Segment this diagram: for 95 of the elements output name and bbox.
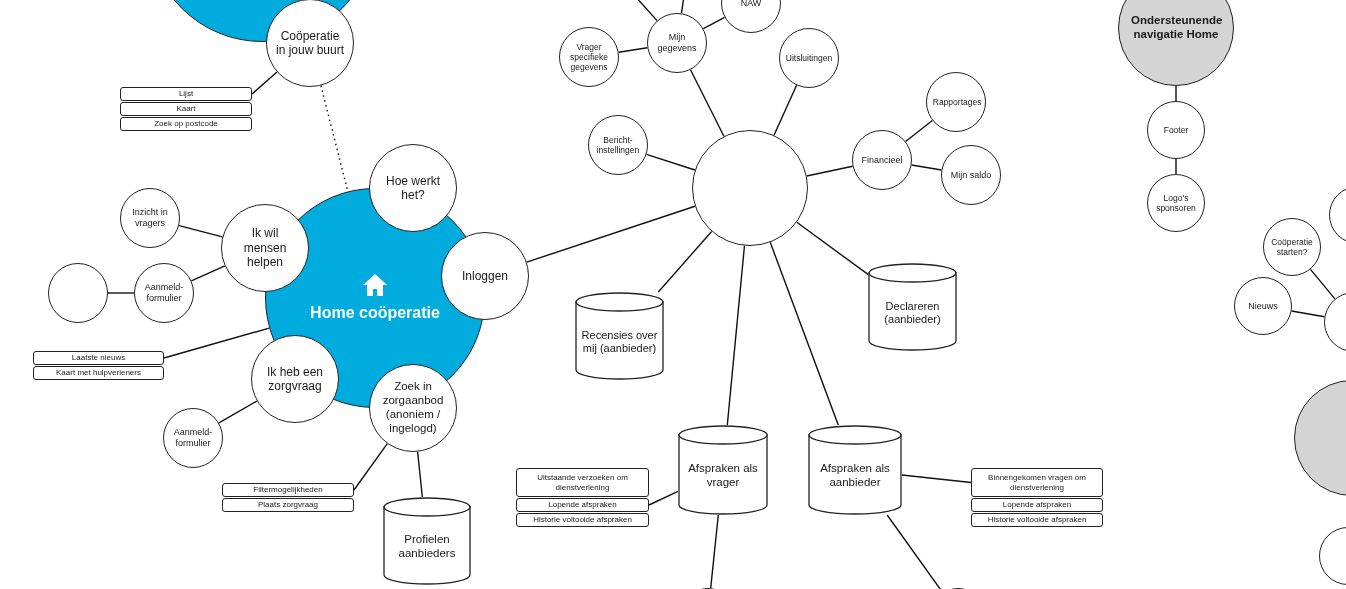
node-label: Lopende afspraken	[1002, 500, 1072, 510]
topic-circle	[852, 130, 912, 190]
topic-circle	[941, 145, 1001, 205]
node-label: Kaart	[176, 104, 196, 114]
menu-item-box	[222, 483, 354, 497]
empty-circle	[48, 263, 108, 323]
node-label: Ondersteunende navigatie Home	[1131, 14, 1221, 42]
connector-line	[648, 490, 679, 506]
connector-line	[689, 69, 725, 137]
connector-line	[657, 230, 713, 293]
node-label: Hoe werkt het?	[385, 173, 441, 203]
topic-circle	[163, 408, 223, 468]
connector-line	[178, 224, 224, 238]
connector-line	[1175, 158, 1177, 175]
menu-item-box	[120, 117, 252, 131]
node-label: Footer	[1163, 124, 1189, 136]
connector-line	[702, 16, 726, 30]
node-label: Lijst	[178, 89, 194, 99]
connector-line	[904, 119, 934, 143]
menu-item-box	[971, 513, 1103, 527]
node-label: Historie voltooide afspraken	[987, 515, 1087, 525]
connector-line	[416, 451, 424, 498]
topic-circle	[559, 27, 619, 87]
topic-circle	[779, 28, 839, 88]
menu-item-box	[516, 468, 649, 497]
connector-line	[901, 474, 972, 484]
node-label: Plaats zorgvraag	[258, 500, 318, 510]
node-label: Declareren (aanbieder)	[883, 299, 942, 327]
node-label: Vrager specifieke gegevens	[569, 41, 609, 73]
node-label: Recensies over mij (aanbieder)	[580, 328, 659, 356]
menu-item-box	[33, 351, 164, 365]
node-label: Uitstaande verzoeken om dienstverlening	[536, 472, 629, 493]
topic-circle	[134, 263, 194, 323]
node-label: Afspraken als vrager	[687, 462, 759, 490]
node-label: Filtermogelijkheden	[253, 485, 323, 495]
connector-line	[163, 327, 270, 359]
node-label: Ik heb een zorgvraag	[265, 364, 324, 394]
node-label: Inloggen	[461, 268, 508, 284]
node-label: Bericht- instellingen	[595, 134, 641, 156]
connector-line	[645, 153, 696, 171]
topic-circle	[926, 72, 986, 132]
connector-line	[353, 443, 388, 491]
connector-line	[1175, 85, 1177, 102]
menu-item-box	[971, 498, 1103, 512]
connector-line	[796, 221, 869, 276]
node-label: NAW	[740, 0, 762, 9]
node-label: Logo's sponsoren	[1155, 192, 1197, 214]
menu-item-box	[222, 498, 354, 512]
topic-circle	[588, 115, 648, 175]
node-label: Zoek in zorgaanbod (anoniem / ingelogd)	[381, 380, 445, 436]
connector-line	[710, 514, 719, 589]
connector-line	[886, 514, 944, 589]
menu-item-box	[971, 468, 1103, 497]
node-label: Aanmeld- formulier	[143, 282, 185, 304]
node-label: Mijn saldo	[950, 169, 992, 181]
menu-item-box	[120, 87, 252, 101]
node-label: Nieuws	[1248, 300, 1278, 312]
node-label: Uitsluitingen	[785, 52, 833, 64]
node-label: Financieel	[861, 154, 903, 166]
node-label: Profielen aanbieders	[397, 533, 457, 561]
connector-line	[910, 164, 943, 171]
topic-circle	[647, 13, 707, 73]
menu-item-box	[516, 498, 649, 512]
connector-line	[107, 292, 135, 294]
menu-item-box	[516, 513, 649, 527]
connector-line	[617, 47, 649, 53]
node-label: Inzicht in vragers	[131, 207, 169, 229]
node-label: Aanmeld- formulier	[172, 427, 214, 449]
connector-line	[726, 245, 746, 426]
node-label: Kaart met hulpverleners	[56, 368, 141, 378]
node-label: Coöperatie starten?	[1270, 236, 1314, 258]
connector-line	[190, 265, 226, 282]
node-label: Laatste nieuws	[71, 353, 126, 363]
connector-line	[251, 71, 278, 95]
node-label: Historie voltooide afspraken	[533, 515, 632, 525]
connector-line	[526, 205, 696, 263]
connector-line	[1290, 310, 1326, 318]
menu-item-box	[33, 366, 164, 380]
node-label: Home coöperatie	[310, 303, 440, 323]
node-label: Zoek op postcode	[154, 119, 218, 129]
node-label: Ik wil mensen helpen	[242, 226, 288, 270]
node-label: Mijn gegevens	[656, 32, 698, 54]
node-label: Binnengekomen vragen om dienstverlening	[987, 472, 1087, 493]
connector-line	[1309, 268, 1336, 300]
menu-item-box	[120, 102, 252, 116]
connector-line	[218, 400, 258, 424]
node-label: Coöperatie in jouw buurt	[275, 28, 345, 58]
node-label: Rapportages	[932, 96, 980, 108]
node-label: Lopende afspraken	[548, 500, 617, 510]
connector-line	[806, 165, 854, 177]
connector-line	[769, 241, 839, 426]
node-label: Afspraken als aanbieder	[819, 462, 891, 490]
connector-line	[680, 0, 685, 15]
topic-circle	[120, 188, 180, 248]
connector-line	[773, 84, 798, 136]
